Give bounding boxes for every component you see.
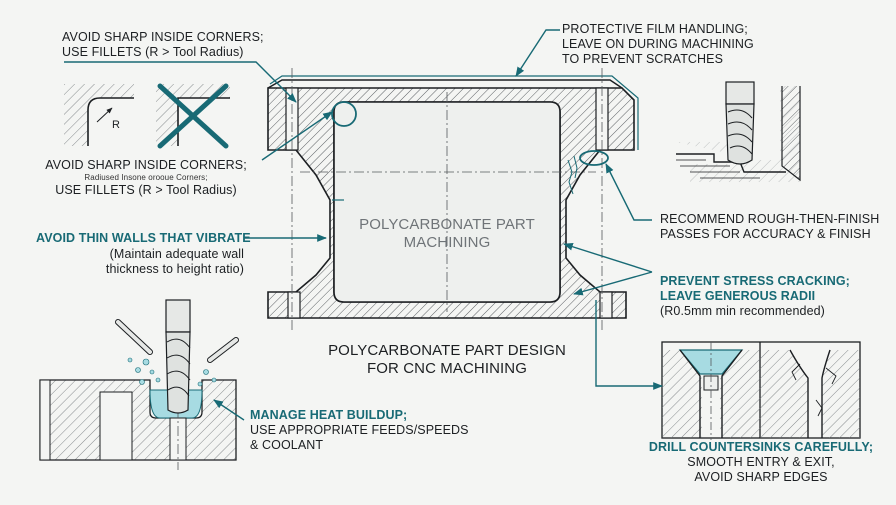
part-label-line2: MACHINING	[403, 234, 491, 251]
callout-rough-finish-line1: RECOMMEND ROUGH-THEN-FINISH	[660, 212, 880, 226]
callout-stress-heading1: PREVENT STRESS CRACKING;	[660, 274, 850, 288]
leader-film	[515, 29, 560, 77]
end-mill-detail	[676, 81, 801, 182]
detail-circle-finish	[579, 150, 609, 166]
callout-stress-line1: (R0.5mm min recommended)	[660, 304, 825, 318]
callout-sharp-corners-mid-line1: AVOID SHARP INSIDE CORNERS;	[45, 158, 247, 172]
callout-heat-line2: & COOLANT	[250, 438, 324, 452]
mill-flutes	[165, 331, 191, 414]
callout-countersink-heading: DRILL COUNTERSINKS CAREFULLY;	[648, 440, 874, 454]
callout-countersink: DRILL COUNTERSINKS CAREFULLY; SMOOTH ENT…	[648, 440, 874, 485]
bolt-hole-right-bottom	[599, 291, 613, 319]
callout-heat-line1: USE APPROPRIATE FEEDS/SPEEDS	[250, 423, 469, 437]
leader-stress-1	[563, 242, 653, 273]
main-part-section	[267, 68, 639, 330]
bolt-hole-left-bottom	[287, 291, 301, 319]
callout-countersink-line1: SMOOTH ENTRY & EXIT,	[687, 455, 835, 469]
callout-sharp-corners-mid-line2: USE FILLETS (R > Tool Radius)	[55, 183, 237, 197]
countersink-cracks	[791, 363, 837, 417]
callout-thin-walls-body: (Maintain adequate wall thickness to hei…	[104, 247, 244, 277]
callout-rough-finish-line2: PASSES FOR ACCURACY & FINISH	[660, 227, 871, 241]
part-label: POLYCARBONATE PART MACHINING	[347, 216, 547, 252]
centerlines	[291, 68, 603, 330]
fillet-radius-label: R	[112, 119, 121, 131]
leader-sharp-corners	[64, 61, 297, 103]
callout-thin-walls-line1: (Maintain adequate wall	[109, 247, 244, 261]
leader-lines	[64, 29, 663, 421]
callout-sharp-corners-top-line2: USE FILLETS (R > Tool Radius)	[62, 45, 244, 59]
coolant-spray	[127, 357, 217, 387]
callout-film-line2: LEAVE ON DURING MACHINING	[562, 37, 754, 51]
callout-stress: PREVENT STRESS CRACKING; LEAVE GENEROUS …	[660, 274, 850, 319]
callout-countersink-line2: AVOID SHARP EDGES	[694, 470, 828, 484]
callout-thin-walls-line2: thickness to height ratio)	[105, 262, 244, 276]
leader-countersink	[595, 300, 663, 390]
callout-thin-walls: AVOID THIN WALLS THAT VIBRATE	[36, 231, 251, 246]
callout-film: PROTECTIVE FILM HANDLING; LEAVE ON DURIN…	[562, 22, 754, 67]
countersink-detail	[661, 341, 861, 440]
leader-stress-2	[573, 271, 653, 296]
fillet-good-detail	[64, 84, 134, 146]
diagram-title-line1: POLYCARBONATE PART DESIGN	[328, 342, 566, 359]
leader-heat	[213, 399, 245, 421]
fillet-bad-detail	[156, 83, 230, 149]
callout-sharp-corners-top: AVOID SHARP INSIDE CORNERS; USE FILLETS …	[62, 30, 264, 60]
callout-stress-heading2: LEAVE GENEROUS RADII	[660, 289, 816, 303]
mill-shank	[165, 299, 191, 333]
callout-rough-finish: RECOMMEND ROUGH-THEN-FINISH PASSES FOR A…	[660, 212, 879, 242]
callout-heat-heading: MANAGE HEAT BUILDUP;	[250, 408, 408, 422]
heat-coolant-detail	[39, 299, 239, 470]
part-top-edge	[267, 79, 623, 89]
part-label-line1: POLYCARBONATE PART	[359, 216, 535, 233]
callout-sharp-corners-mid-note: Radiused Insone oroouе Corners;	[84, 173, 208, 182]
callout-film-line3: TO PREVENT SCRATCHES	[562, 52, 724, 66]
callout-thin-walls-heading: AVOID THIN WALLS THAT VIBRATE	[36, 231, 251, 245]
protective-film	[269, 75, 639, 150]
callout-film-line1: PROTECTIVE FILM HANDLING;	[562, 22, 748, 36]
end-mill-shank	[725, 81, 755, 105]
diagram-title-line2: FOR CNC MACHINING	[366, 360, 528, 377]
callout-sharp-corners-top-line1: AVOID SHARP INSIDE CORNERS;	[62, 30, 264, 44]
leader-sharp-corners-mid	[261, 111, 333, 161]
diagram-title: POLYCARBONATE PART DESIGN FOR CNC MACHIN…	[322, 342, 572, 378]
stress-cracks	[567, 155, 578, 195]
leader-rough-finish	[605, 163, 652, 221]
callout-sharp-corners-mid: AVOID SHARP INSIDE CORNERS; Radiused Ins…	[28, 158, 264, 198]
callout-heat: MANAGE HEAT BUILDUP; USE APPROPRIATE FEE…	[250, 408, 469, 453]
